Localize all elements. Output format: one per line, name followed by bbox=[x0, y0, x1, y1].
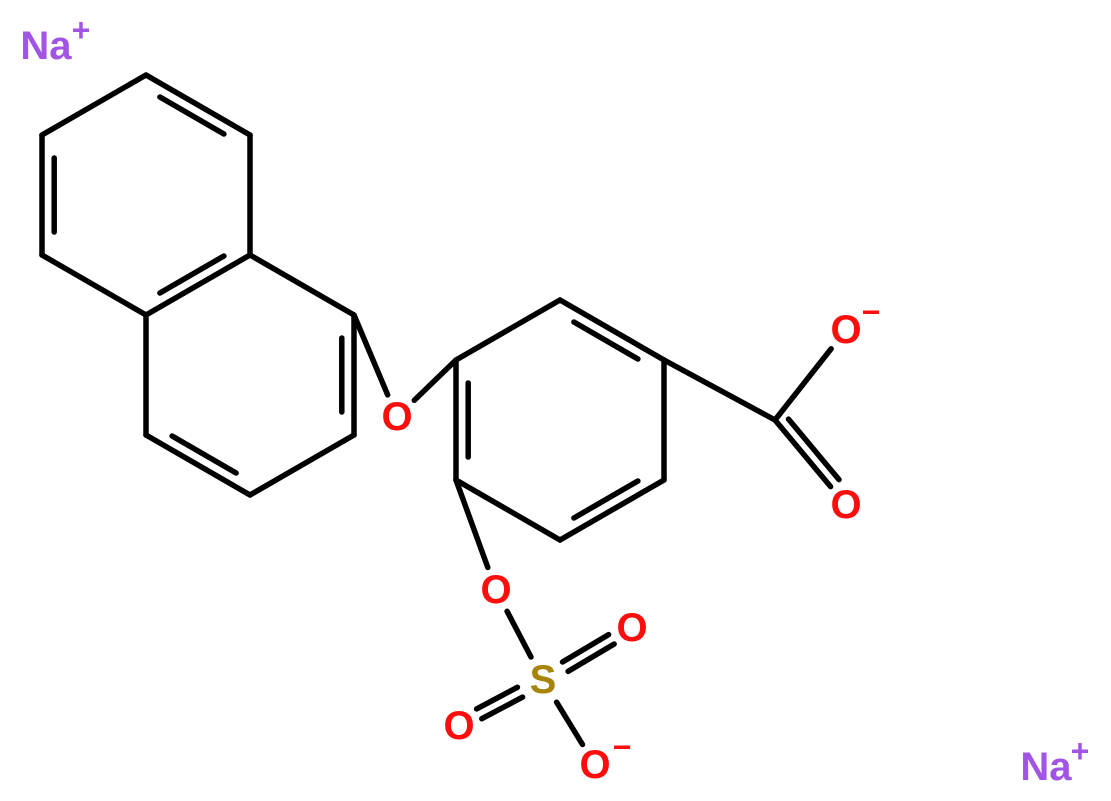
bond bbox=[661, 357, 778, 423]
bond bbox=[553, 699, 586, 748]
bond bbox=[772, 346, 834, 423]
bond bbox=[39, 252, 149, 318]
atom-label-carboxylate-anion-oxygen: O bbox=[830, 308, 861, 352]
bond bbox=[453, 297, 563, 363]
atom-label-sulfate-bridge-oxygen: O bbox=[480, 568, 511, 612]
bond bbox=[785, 416, 842, 483]
bond bbox=[143, 432, 253, 498]
atom-label-sodium-cation-bottom-right-charge: + bbox=[1071, 733, 1090, 769]
bond bbox=[157, 94, 227, 137]
bond bbox=[559, 631, 612, 665]
bond bbox=[557, 477, 667, 543]
atom-label-sodium-cation-top-left: Na bbox=[20, 24, 72, 68]
atom-label-ether-oxygen: O bbox=[381, 395, 412, 439]
bond bbox=[157, 253, 227, 296]
bond bbox=[473, 684, 521, 712]
atom-label-sulfate-double-bond-oxygen-upper: O bbox=[616, 606, 647, 650]
atom-label-sodium-cation-top-left-charge: + bbox=[72, 12, 91, 48]
atom-label-sulfate-double-bond-oxygen-lower: O bbox=[443, 704, 474, 748]
bond bbox=[772, 417, 834, 490]
bond bbox=[247, 252, 357, 318]
atom-label-carboxylate-anion-charge: − bbox=[862, 294, 881, 330]
bond bbox=[39, 72, 149, 138]
bond bbox=[453, 477, 563, 543]
bond bbox=[571, 478, 641, 521]
atom-label-sulfate-anion-charge: − bbox=[613, 729, 632, 765]
bond bbox=[453, 477, 491, 571]
atom-label-carboxylate-double-bond-oxygen: O bbox=[830, 483, 861, 527]
bond bbox=[169, 433, 239, 476]
bond bbox=[411, 357, 459, 404]
bond bbox=[143, 72, 253, 138]
bond bbox=[504, 608, 534, 660]
bond bbox=[247, 432, 357, 498]
atom-label-sulfate-anion-oxygen: O bbox=[579, 743, 610, 787]
bond bbox=[565, 641, 617, 675]
atom-label-sodium-cation-bottom-right: Na bbox=[1020, 745, 1072, 789]
bond bbox=[479, 694, 526, 722]
bond bbox=[143, 252, 253, 318]
bond bbox=[557, 297, 667, 363]
bond bbox=[351, 312, 391, 398]
atom-label-sulfur: S bbox=[530, 658, 557, 702]
bond bbox=[571, 319, 641, 362]
